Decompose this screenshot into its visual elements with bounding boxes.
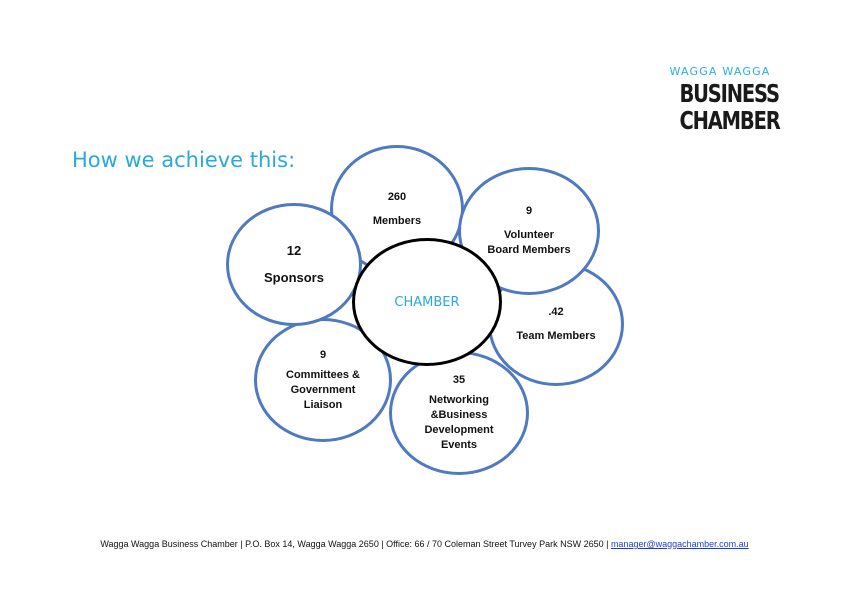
sponsors-label: Sponsors <box>264 270 324 285</box>
committees-label: Committees & Government Liaison <box>286 368 360 411</box>
footer: Wagga Wagga Business Chamber | P.O. Box … <box>0 539 849 549</box>
chamber-logo: WAGGA WAGGA BUSINESS CHAMBER <box>668 65 780 135</box>
logo-line-business: BUSINESS <box>679 79 780 108</box>
center-label: CHAMBER <box>394 294 460 310</box>
page-heading: How we achieve this: <box>72 148 296 172</box>
logo-line-chamber: CHAMBER <box>679 106 780 135</box>
networking-label: Networking &Business Development Events <box>424 394 494 451</box>
members-number: 260 <box>387 190 407 203</box>
circle-networking-events: 35 Networking &Business Development Even… <box>389 351 529 475</box>
volunteer-label: Volunteer Board Members <box>487 229 571 256</box>
team-number: .42 <box>548 305 564 318</box>
circle-sponsors: 12 Sponsors <box>226 203 362 326</box>
logo-top-line: WAGGA WAGGA <box>669 65 771 78</box>
sponsors-number: 12 <box>286 243 302 258</box>
volunteer-number: 9 <box>525 205 533 217</box>
footer-address: Wagga Wagga Business Chamber | P.O. Box … <box>100 539 611 549</box>
networking-number: 35 <box>452 374 466 386</box>
members-label: Members <box>372 214 422 227</box>
footer-email-link[interactable]: manager@waggachamber.com.au <box>610 539 749 549</box>
team-label: Team Members <box>516 329 596 342</box>
committees-number: 9 <box>319 348 327 361</box>
circle-chamber-center: CHAMBER <box>352 238 502 366</box>
